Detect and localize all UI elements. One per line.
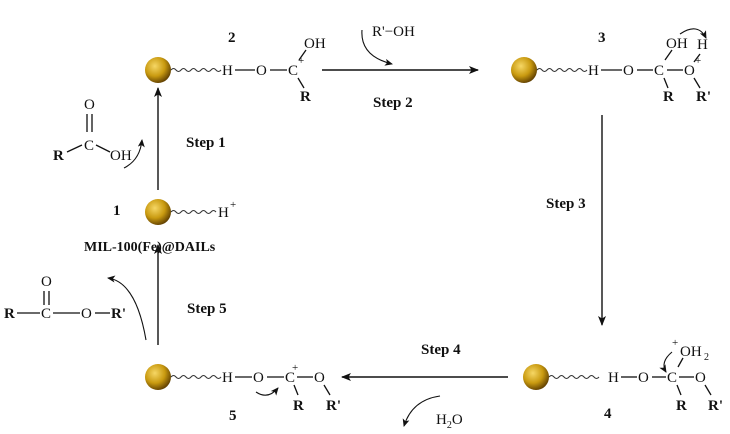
wavy-linker: [536, 68, 588, 72]
wavy-linker: [170, 210, 217, 214]
bond: [676, 384, 682, 396]
atom-h: H: [222, 370, 233, 386]
carboxylic-acid: O C R OH: [53, 97, 145, 169]
curved-arrow-acid: [123, 139, 145, 169]
label-1: 1: [113, 203, 121, 219]
atom-r: R: [676, 398, 687, 414]
charge-plus: +: [695, 55, 701, 67]
catalyst-bead: [523, 364, 549, 390]
label-5: 5: [229, 408, 237, 424]
atom-o-plus: O: [684, 63, 695, 79]
atom-oh2: OH: [680, 344, 702, 360]
charge-plus: +: [292, 362, 298, 374]
bond: [677, 357, 684, 368]
curved-arrow-proton: [679, 28, 707, 39]
atom-h: H: [697, 37, 708, 53]
atom-o: O: [41, 274, 52, 290]
atom-r-prime: R': [326, 398, 341, 414]
atom-r: R: [293, 398, 304, 414]
catalyst-bead: [145, 364, 171, 390]
intermediate-2: H O C + OH R 2: [145, 30, 326, 105]
bond: [704, 384, 712, 396]
atom-c: C: [288, 63, 298, 79]
bond: [298, 49, 307, 61]
atom-c: C: [285, 370, 295, 386]
atom-o: O: [638, 370, 649, 386]
catalyst-bead: [511, 57, 537, 83]
bond: [693, 77, 701, 89]
step3-label: Step 3: [546, 196, 586, 212]
ester-product: O R C O R': [4, 274, 147, 341]
bond: [323, 384, 331, 396]
catalyst-1: H + 1 MIL-100(Fe)@DAILs: [84, 199, 236, 255]
atom-r: R: [300, 89, 311, 105]
atom-o: O: [84, 97, 95, 113]
step2-label: Step 2: [373, 95, 413, 111]
bond: [663, 77, 669, 89]
bond: [293, 384, 299, 396]
wavy-linker: [548, 375, 600, 379]
step4-label: Step 4: [421, 342, 461, 358]
atom-r: R: [4, 306, 15, 322]
atom-h: H: [218, 205, 229, 221]
atom-oh: OH: [110, 148, 132, 164]
bond: [297, 77, 305, 89]
curved-arrow-release: [107, 275, 147, 341]
atom-c: C: [654, 63, 664, 79]
charge-plus: +: [298, 55, 304, 67]
atom-c: C: [667, 370, 677, 386]
wavy-linker: [170, 68, 222, 72]
subscript-2: 2: [704, 352, 709, 363]
atom-r: R: [663, 89, 674, 105]
atom-o: O: [623, 63, 634, 79]
curved-arrow-h2o: [402, 395, 441, 427]
catalyst-label: MIL-100(Fe)@DAILs: [84, 240, 216, 255]
intermediate-4: H O C + OH 2 O R R' 4: [523, 337, 723, 422]
atom-oh: OH: [304, 36, 326, 52]
water-label: H2O: [436, 412, 463, 431]
atom-h: H: [608, 370, 619, 386]
catalyst-bead: [145, 57, 171, 83]
label-4: 4: [604, 406, 612, 422]
bond: [95, 144, 111, 153]
atom-c: C: [84, 138, 94, 154]
wavy-linker: [170, 375, 222, 379]
atom-o: O: [81, 306, 92, 322]
atom-o: O: [314, 370, 325, 386]
bond: [693, 53, 701, 63]
atom-r: R: [53, 148, 64, 164]
atom-o: O: [695, 370, 706, 386]
charge-plus: +: [230, 199, 236, 211]
atom-h: H: [222, 63, 233, 79]
catalyst-bead: [145, 199, 171, 225]
atom-h: H: [588, 63, 599, 79]
atom-o: O: [256, 63, 267, 79]
intermediate-3: H O C OH O + H R R' 3: [511, 28, 711, 105]
step5-label: Step 5: [187, 301, 227, 317]
atom-c: C: [41, 306, 51, 322]
curved-arrow-o-c: [255, 387, 279, 396]
atom-o: O: [253, 370, 264, 386]
label-3: 3: [598, 30, 606, 46]
atom-r-prime: R': [696, 89, 711, 105]
intermediate-5: H O C + O R R' 5: [145, 362, 341, 424]
step1-label: Step 1: [186, 135, 226, 151]
curved-arrow-water: [659, 351, 673, 373]
curved-arrow-alcohol: [361, 29, 393, 66]
charge-plus: +: [672, 337, 678, 349]
atom-r-prime: R': [111, 306, 126, 322]
bond: [66, 144, 83, 153]
atom-oh: OH: [666, 36, 688, 52]
reagent-alcohol: R'−OH: [372, 24, 415, 40]
bond: [664, 49, 673, 61]
label-2: 2: [228, 30, 236, 46]
atom-r-prime: R': [708, 398, 723, 414]
